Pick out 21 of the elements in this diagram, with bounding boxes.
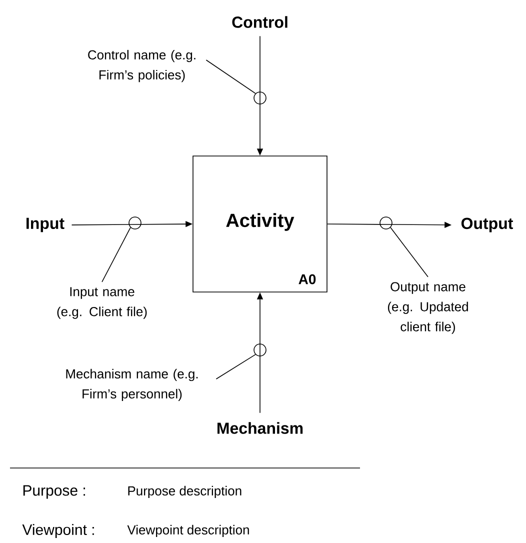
leader-line bbox=[206, 60, 256, 94]
arrow-label: Mechanism bbox=[218, 422, 303, 434]
leader-line bbox=[390, 227, 428, 278]
leader-line bbox=[216, 354, 256, 380]
arrow-label: Control bbox=[232, 16, 288, 28]
description-text: Purpose description bbox=[128, 486, 242, 498]
name-label: Control name (e.g. Firm’s policies) bbox=[88, 50, 196, 82]
leader-line bbox=[102, 227, 131, 282]
description-text: Viewpoint description bbox=[127, 524, 249, 538]
name-label: Mechanism name (e.g. Firm’s personnel) bbox=[66, 368, 198, 402]
label-name: Purpose : bbox=[23, 485, 85, 499]
name-label: Input name (e.g. Client file) bbox=[57, 287, 147, 319]
junction-circle bbox=[128, 216, 142, 230]
name-label: Output name (e.g. Updated client file) bbox=[388, 282, 468, 334]
junction-circle bbox=[254, 344, 266, 356]
junction-circle bbox=[254, 92, 266, 104]
arrow-label: Output bbox=[461, 218, 514, 232]
label-name: Viewpoint : bbox=[22, 524, 94, 538]
arrow-label: Input bbox=[26, 218, 64, 232]
activity-box: Activity A0 bbox=[192, 156, 328, 292]
junction-circle bbox=[380, 216, 392, 230]
